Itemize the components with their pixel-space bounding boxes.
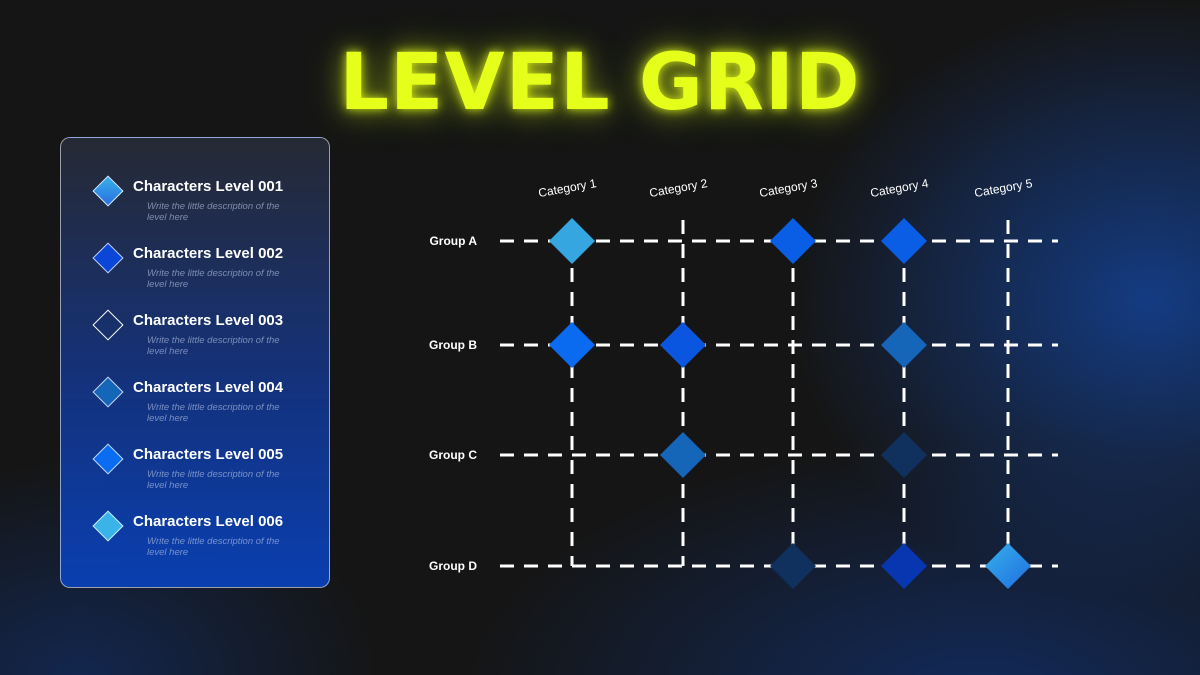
legend-label: Characters Level 005 [133, 446, 284, 463]
category-label: Category 5 [973, 176, 1034, 200]
category-label: Category 3 [758, 176, 819, 200]
legend-label: Characters Level 003 [133, 312, 284, 329]
legend-label: Characters Level 006 [133, 513, 284, 530]
grid-cell-diamond [881, 322, 927, 368]
legend-description: Write the little description of the leve… [147, 536, 280, 558]
group-label: Group A [429, 234, 477, 248]
legend-description: Write the little description of the leve… [147, 335, 280, 357]
category-label: Category 4 [869, 176, 930, 200]
grid-cell-diamond [770, 218, 816, 264]
legend-description: Write the little description of the leve… [147, 201, 280, 223]
legend-label: Characters Level 001 [133, 178, 284, 195]
grid-cell-diamond [985, 543, 1031, 589]
legend-label: Characters Level 002 [133, 245, 284, 262]
grid-cell-diamond [549, 322, 595, 368]
category-label: Category 2 [648, 176, 709, 200]
legend-description: Write the little description of the leve… [147, 402, 280, 424]
legend-label: Characters Level 004 [133, 379, 284, 396]
category-label: Category 1 [537, 176, 598, 200]
grid-cell-diamond [660, 432, 706, 478]
grid-cell-diamond [549, 218, 595, 264]
grid-cell-diamond [770, 543, 816, 589]
legend-description: Write the little description of the leve… [147, 268, 280, 290]
page-title: LEVEL GRID [339, 38, 861, 128]
legend-description: Write the little description of the leve… [147, 469, 280, 491]
group-label: Group D [429, 559, 477, 573]
grid-cell-diamond [881, 218, 927, 264]
group-label: Group C [429, 448, 477, 462]
grid-cell-diamond [660, 322, 706, 368]
grid-cell-diamond [881, 432, 927, 478]
group-label: Group B [429, 338, 477, 352]
grid-cell-diamond [881, 543, 927, 589]
